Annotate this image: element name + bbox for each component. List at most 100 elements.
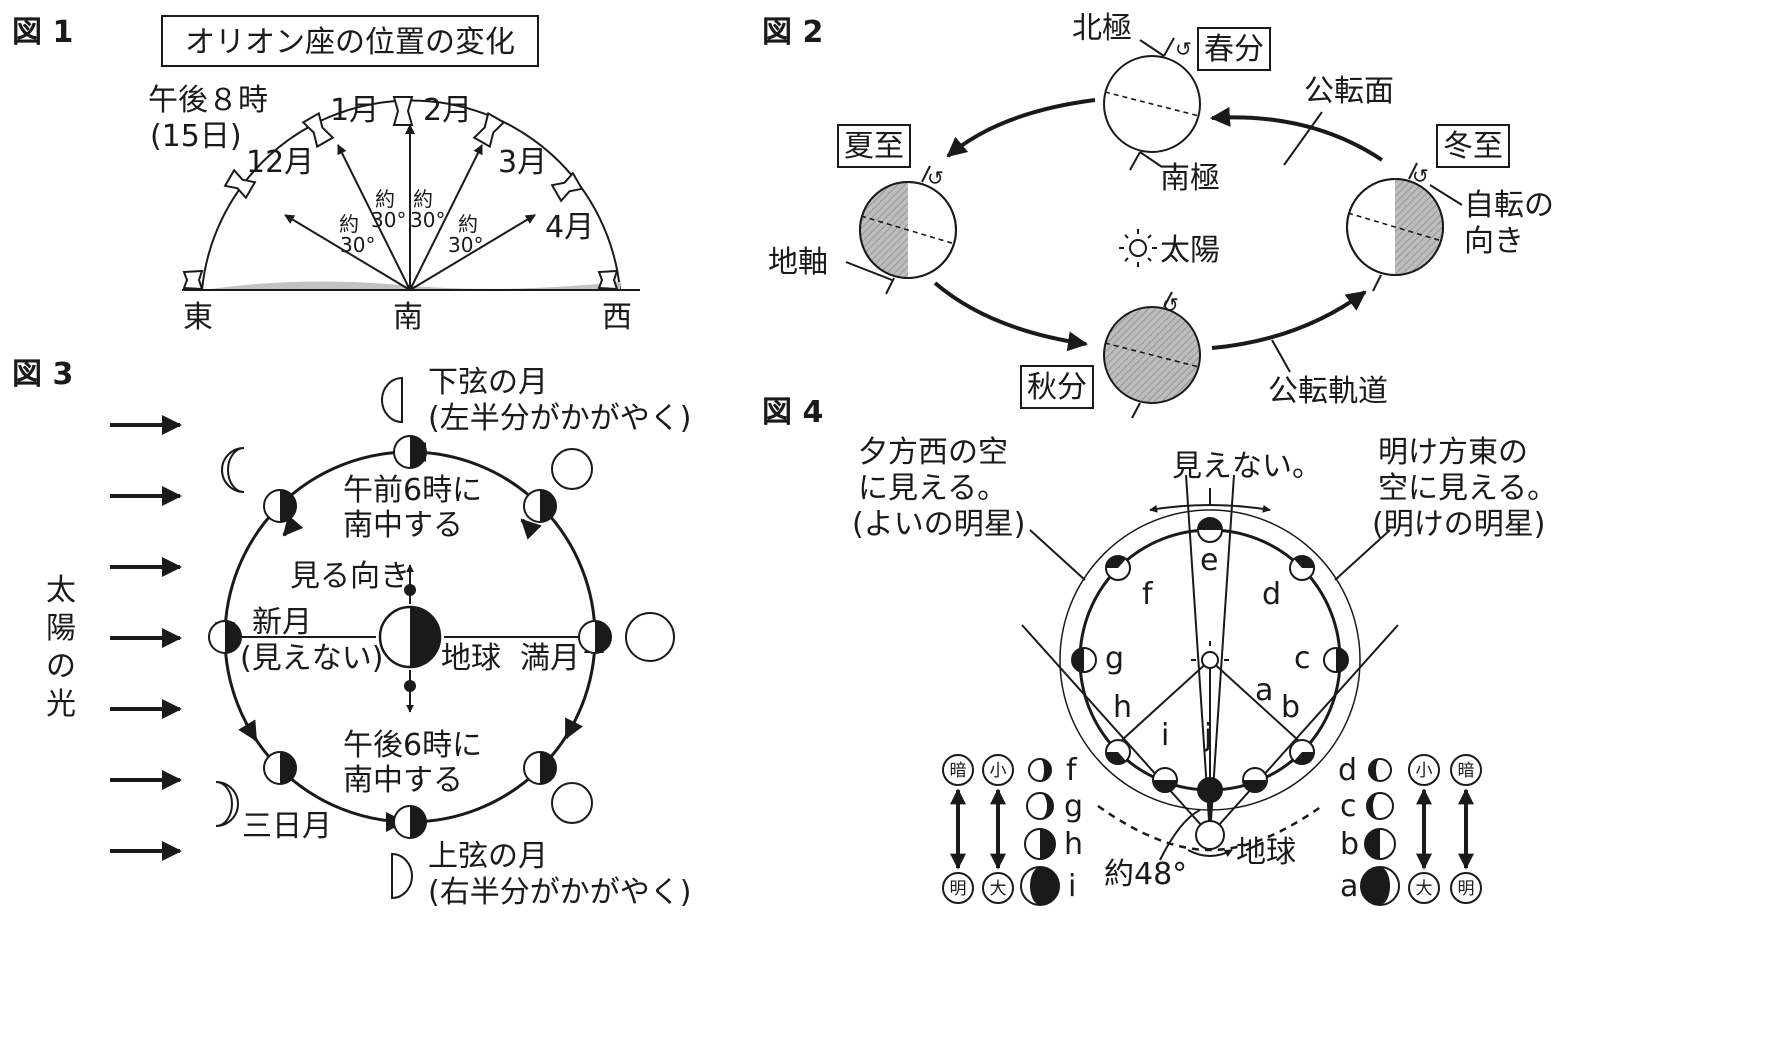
orbit-label: 公転軌道: [1268, 374, 1388, 409]
figure-1-title: オリオン座の位置の変化: [185, 25, 515, 60]
leader-line: [1429, 184, 1463, 206]
rotation-arrow-icon: ↺: [1162, 293, 1179, 317]
orion-icon: [182, 269, 204, 291]
first-quarter-moon-icon: [391, 852, 413, 900]
evening-label: (よいの明星): [852, 507, 1025, 542]
earth-icon: [1195, 820, 1225, 850]
position-label: i: [1161, 718, 1169, 753]
axis-tip: [1131, 402, 1141, 419]
orbit-arrow: [946, 98, 1096, 158]
moon-appearances: [215, 376, 675, 900]
orbit-moons: [208, 435, 612, 839]
south-label: 南: [393, 300, 423, 335]
rotation-arrow: [1187, 849, 1233, 857]
rotation-label: 向き: [1464, 224, 1524, 259]
angle-word: 約: [339, 212, 359, 236]
orbital-plane-label: 公転面: [1304, 74, 1394, 109]
large-badge: 大: [990, 879, 1007, 899]
arrow-12-month: [284, 214, 411, 291]
ray: [1121, 659, 1211, 741]
new-moon-note: (見えない): [240, 641, 383, 676]
orion-icon: [223, 168, 257, 200]
month-label: 12月: [246, 145, 314, 180]
east-label: 東: [183, 300, 213, 335]
morning-label: 空に見える。: [1378, 471, 1557, 506]
figure-3-label: 図 3: [12, 357, 73, 392]
legend-label: a: [1340, 869, 1358, 904]
time-label: 午後８時: [148, 83, 268, 118]
venus-positions: [1071, 517, 1349, 803]
earth-axis-label: 地軸: [768, 245, 828, 280]
pm6-label: 午後6時に: [343, 728, 482, 763]
evening-label: に見える。: [858, 471, 1007, 506]
night-side: [860, 182, 908, 278]
horizon-ground: [202, 281, 620, 290]
sunlight-label: の: [46, 649, 76, 684]
figure-3: 図 3 太 陽 の 光: [12, 357, 691, 910]
figure-1: 図 1 オリオン座の位置の変化 約 30° 約 30° 約 30° 約 30°: [12, 15, 640, 335]
earth-label: 地球: [441, 641, 501, 676]
position-label: j: [1203, 718, 1212, 753]
legend-label: b: [1340, 827, 1359, 862]
position-label: g: [1105, 641, 1124, 676]
direction-arrows: [284, 124, 536, 291]
leader-line: [1029, 529, 1086, 581]
orbit-arrow: [1211, 290, 1367, 350]
earth-label: 地球: [1236, 835, 1296, 870]
rotation-label: 自転の: [1464, 188, 1554, 223]
axis-tip: [1372, 274, 1382, 292]
last-quarter-note: (左半分がかがやく): [428, 401, 691, 436]
pm6-label: 南中する: [343, 763, 463, 798]
angle-value: 30°: [410, 208, 445, 232]
angle-word: 約: [458, 212, 478, 236]
angle-word: 約: [375, 187, 395, 211]
angle-value: 30°: [371, 208, 406, 232]
axis-tip: [1163, 291, 1173, 308]
morning-label: 明け方東の: [1378, 435, 1528, 470]
summer-label: 夏至: [844, 129, 904, 164]
sunlight-label: 光: [46, 687, 76, 722]
dark-badge: 暗: [1458, 761, 1475, 781]
arrow-4-month: [409, 214, 536, 291]
angle-value: 30°: [340, 233, 375, 257]
figure-1-title-box: [161, 15, 539, 67]
date-label: (15日): [150, 119, 242, 154]
earth-winter-solstice: ↺: [1346, 162, 1444, 292]
equator-line: [860, 215, 956, 245]
position-label: h: [1113, 690, 1132, 725]
leader-line: [1334, 529, 1391, 581]
season-box: [1020, 365, 1094, 409]
leader-line: [845, 261, 893, 281]
large-badge: 大: [1416, 879, 1433, 899]
winter-label: 冬至: [1443, 129, 1503, 164]
arrow-1-month: [337, 144, 411, 291]
legend-left: 暗 小 明 大 f g h i: [942, 753, 1083, 906]
am6-label: 午前6時に: [343, 473, 482, 508]
tangent-line: [1209, 624, 1399, 836]
last-quarter-label: 下弦の月: [428, 365, 548, 400]
waxing-crescent-icon: [215, 781, 239, 827]
am6-label: 南中する: [343, 508, 463, 543]
axis-tip: [1408, 162, 1418, 180]
new-moon-label: 新月: [252, 605, 312, 640]
sun-label: 太陽: [1160, 233, 1220, 268]
leader-line: [1283, 111, 1323, 166]
axis-tip: [1163, 37, 1175, 57]
north-pole-label: 北極: [1072, 11, 1132, 46]
season-box: [1436, 124, 1510, 168]
first-quarter-note: (右半分がかがやく): [428, 875, 691, 910]
month-label: 3月: [498, 145, 547, 180]
bright-badge: 明: [1458, 879, 1475, 899]
sun-icon: [1191, 641, 1229, 679]
morning-label: (明けの明星): [1372, 507, 1545, 542]
rotation-arrow-icon: ↺: [1412, 164, 1429, 188]
ray: [1209, 659, 1299, 741]
waning-crescent-icon: [221, 447, 245, 493]
axis-tip: [1129, 151, 1141, 171]
figure-2: 図 2 ↺ ↺ ↺: [762, 11, 1554, 419]
angle-arc: [1159, 809, 1201, 861]
position-label: a: [1255, 673, 1273, 708]
month-label: 4月: [545, 210, 594, 245]
earth-autumn-equinox: ↺: [1103, 291, 1201, 419]
